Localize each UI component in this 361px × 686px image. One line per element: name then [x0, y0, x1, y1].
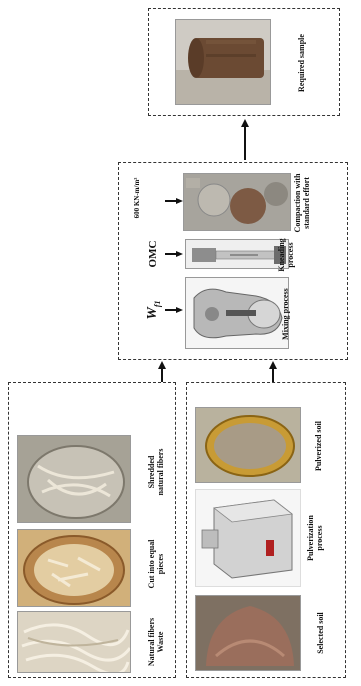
selected-soil-photo	[195, 595, 301, 671]
required-sample-label: Required sample	[296, 28, 308, 98]
mixing-arrow-head	[176, 307, 183, 313]
mixing-input-subscript: f1	[153, 300, 162, 307]
pulverized-soil-label: Pulverized soil	[314, 416, 328, 476]
fibers-box: Shredded natural fibers Cut into equal p…	[8, 382, 176, 678]
compaction-arrow-head	[176, 198, 183, 204]
pulverization-photo	[195, 489, 301, 587]
arrow-fibers-up-head	[158, 361, 166, 369]
arrow-soil-up-head	[269, 361, 277, 369]
mixing-image	[186, 278, 289, 349]
arrow-to-sample	[244, 126, 246, 160]
compaction-photo	[183, 173, 291, 231]
processing-box: 600 KN-m/m³ Compaction with standard eff…	[118, 162, 348, 360]
cut-pieces-label: Cut into equal pieces	[147, 537, 173, 591]
kneading-image	[186, 240, 289, 269]
arrow-fibers-up	[161, 368, 163, 382]
fibers-waste-image	[18, 612, 131, 673]
fibers-waste-label: Natural fibers Waste	[147, 615, 173, 669]
shredded-fibers-label: Shredded natural fibers	[147, 445, 173, 499]
pulverized-soil-photo	[195, 407, 301, 483]
cut-pieces-photo	[17, 529, 131, 607]
fibers-waste-photo	[17, 611, 131, 673]
arrow-to-sample-head	[241, 119, 249, 127]
soil-cylinder-image	[176, 20, 271, 105]
compaction-input-label: 600 KN-m/m³	[132, 162, 142, 234]
required-sample-photo	[175, 19, 271, 105]
mixing-photo	[185, 277, 289, 349]
kneading-input-label: OMC	[146, 234, 160, 274]
pulverized-soil-image	[196, 408, 301, 483]
cut-pieces-image	[18, 530, 131, 607]
shredded-fibers-image	[18, 436, 131, 523]
selected-soil-label: Selected soil	[316, 606, 328, 660]
kneading-photo	[185, 239, 289, 269]
pulverization-label: Pulverization process	[306, 510, 332, 566]
mixing-input-label: Wf1	[144, 292, 162, 328]
shredded-fibers-photo	[17, 435, 131, 523]
kneading-label: Kneading process	[277, 233, 305, 277]
mixing-label: Mixing process	[281, 283, 295, 345]
required-sample-box: Required sample	[148, 8, 340, 116]
soil-box: Pulverized soil Pulverization process Se…	[186, 382, 346, 678]
selected-soil-image	[196, 596, 301, 671]
pulverizer-machine-image	[196, 490, 301, 587]
compaction-image	[184, 174, 291, 231]
arrow-soil-up	[272, 368, 274, 382]
mixing-input-symbol: W	[145, 307, 160, 319]
kneading-arrow-head	[176, 251, 183, 257]
compaction-label: Compaction with standard effort	[293, 169, 329, 237]
